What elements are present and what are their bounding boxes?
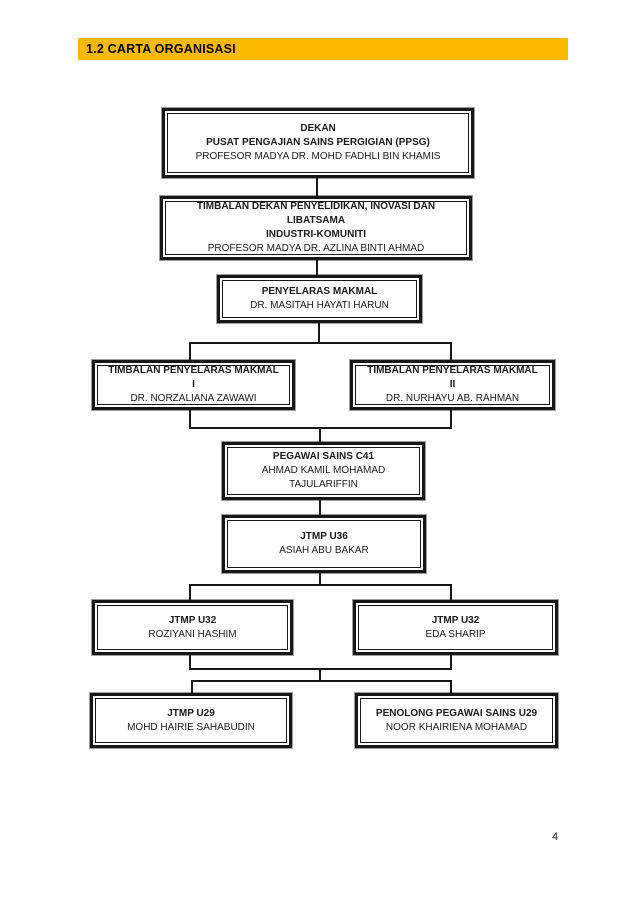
org-node-title-line2: INDUSTRI-KOMUNITI	[266, 229, 366, 240]
connector-to-timbalan2	[450, 342, 452, 360]
org-node-title: PEGAWAI SAINS C41	[272, 451, 375, 462]
org-node-person: NOOR KHAIRIENA MOHAMAD	[385, 721, 528, 733]
org-node-timbalan-penyelaras-2-inner: TIMBALAN PENYELARAS MAKMAL II DR. NURHAY…	[355, 365, 550, 405]
connector-timbalan2-down	[450, 408, 452, 429]
connector-to-pegawai	[319, 427, 321, 442]
section-title: 1.2 CARTA ORGANISASI	[86, 42, 236, 56]
org-node-timbalan-penyelaras-1: TIMBALAN PENYELARAS MAKMAL I DR. NORZALI…	[91, 359, 296, 411]
org-node-person: DR. NURHAYU AB. RAHMAN	[385, 393, 520, 404]
connector-timbalan1-down	[189, 408, 191, 429]
section-header-bar: 1.2 CARTA ORGANISASI	[78, 38, 568, 60]
connector-jtmp32-1-down	[189, 653, 191, 670]
org-node-title: TIMBALAN PENYELARAS MAKMAL II	[367, 365, 538, 390]
org-node-jtmp-u36-inner: JTMP U36 ASIAH ABU BAKAR	[227, 520, 421, 568]
org-node-timbalan-dekan-inner: TIMBALAN DEKAN PENYELIDIKAN, INOVASI DAN…	[165, 201, 467, 255]
connector-to-jtmp32-2	[450, 584, 452, 600]
connector-split-row8	[191, 680, 452, 682]
org-node-person: ROZIYANI HASHIM	[148, 628, 237, 640]
org-node-title: PENYELARAS MAKMAL	[261, 286, 378, 297]
org-node-jtmp-u32-1: JTMP U32 ROZIYANI HASHIM	[91, 599, 294, 656]
connector-to-jtmp29	[191, 680, 193, 693]
org-node-penyelaras-makmal: PENYELARAS MAKMAL DR. MASITAH HAYATI HAR…	[216, 274, 423, 324]
connector-pegawai-jtmp36	[319, 498, 321, 515]
org-node-person: MOHD HAIRIE SAHABUDIN	[127, 721, 255, 733]
org-node-title: JTMP U29	[167, 707, 215, 719]
connector-penyelaras-down	[318, 321, 320, 344]
org-node-timbalan-dekan: TIMBALAN DEKAN PENYELIDIKAN, INOVASI DAN…	[159, 195, 473, 261]
org-node-title: JTMP U32	[431, 614, 480, 626]
org-node-timbalan-penyelaras-2: TIMBALAN PENYELARAS MAKMAL II DR. NURHAY…	[349, 359, 556, 411]
connector-dekan-timbalan	[316, 178, 318, 198]
connector-timbalan-penyelaras	[316, 258, 318, 276]
org-node-pegawai-sains-c41: PEGAWAI SAINS C41 AHMAD KAMIL MOHAMAD TA…	[221, 441, 426, 501]
org-node-penolong-pegawai-sains: PENOLONG PEGAWAI SAINS U29 NOOR KHAIRIEN…	[354, 692, 559, 749]
connector-split-row4	[189, 342, 452, 344]
connector-jtmp36-down	[319, 571, 321, 586]
org-node-dekan: DEKAN PUSAT PENGAJIAN SAINS PERGIGIAN (P…	[161, 107, 475, 179]
org-node-pegawai-sains-c41-inner: PEGAWAI SAINS C41 AHMAD KAMIL MOHAMAD TA…	[227, 447, 420, 495]
org-node-penolong-pegawai-sains-inner: PENOLONG PEGAWAI SAINS U29 NOOR KHAIRIEN…	[360, 698, 553, 743]
org-node-jtmp-u29-inner: JTMP U29 MOHD HAIRIE SAHABUDIN	[95, 698, 287, 743]
org-node-title: JTMP U32	[168, 614, 217, 626]
org-node-person: PROFESOR MADYA DR. AZLINA BINTI AHMAD	[207, 243, 425, 254]
org-node-person-line2: TAJULARIFFIN	[289, 479, 358, 490]
connector-center-drop	[319, 668, 321, 682]
org-node-person: EDA SHARIP	[425, 628, 486, 640]
connector-to-jtmp32-1	[189, 584, 191, 600]
org-node-title: JTMP U36	[300, 531, 348, 542]
org-node-dekan-inner: DEKAN PUSAT PENGAJIAN SAINS PERGIGIAN (P…	[167, 113, 469, 173]
connector-to-timbalan1	[189, 342, 191, 360]
org-node-person: DR. MASITAH HAYATI HARUN	[250, 300, 389, 311]
page-number: 4	[552, 831, 559, 843]
connector-split-row7	[189, 584, 452, 586]
org-node-person: AHMAD KAMIL MOHAMAD	[261, 465, 386, 476]
org-node-jtmp-u29: JTMP U29 MOHD HAIRIE SAHABUDIN	[89, 692, 293, 749]
org-node-person: ASIAH ABU BAKAR	[279, 545, 369, 556]
org-node-timbalan-penyelaras-1-inner: TIMBALAN PENYELARAS MAKMAL I DR. NORZALI…	[97, 365, 290, 405]
org-node-penyelaras-makmal-inner: PENYELARAS MAKMAL DR. MASITAH HAYATI HAR…	[222, 280, 417, 318]
org-node-title-line2: PUSAT PENGAJIAN SAINS PERGIGIAN (PPSG)	[206, 137, 430, 148]
org-node-title: DEKAN	[300, 123, 336, 134]
org-node-title: PENOLONG PEGAWAI SAINS U29	[375, 707, 538, 719]
org-node-jtmp-u36: JTMP U36 ASIAH ABU BAKAR	[221, 514, 427, 574]
org-node-person: PROFESOR MADYA DR. MOHD FADHLI BIN KHAMI…	[195, 151, 441, 162]
org-node-jtmp-u32-2-inner: JTMP U32 EDA SHARIP	[358, 605, 553, 650]
org-node-jtmp-u32-1-inner: JTMP U32 ROZIYANI HASHIM	[97, 605, 288, 650]
org-node-title: TIMBALAN DEKAN PENYELIDIKAN, INOVASI DAN…	[196, 201, 436, 226]
org-node-person: DR. NORZALIANA ZAWAWI	[130, 393, 257, 404]
org-node-jtmp-u32-2: JTMP U32 EDA SHARIP	[352, 599, 559, 656]
connector-jtmp32-2-down	[450, 653, 452, 670]
org-node-title: TIMBALAN PENYELARAS MAKMAL I	[108, 365, 279, 390]
connector-to-penolong	[450, 680, 452, 693]
